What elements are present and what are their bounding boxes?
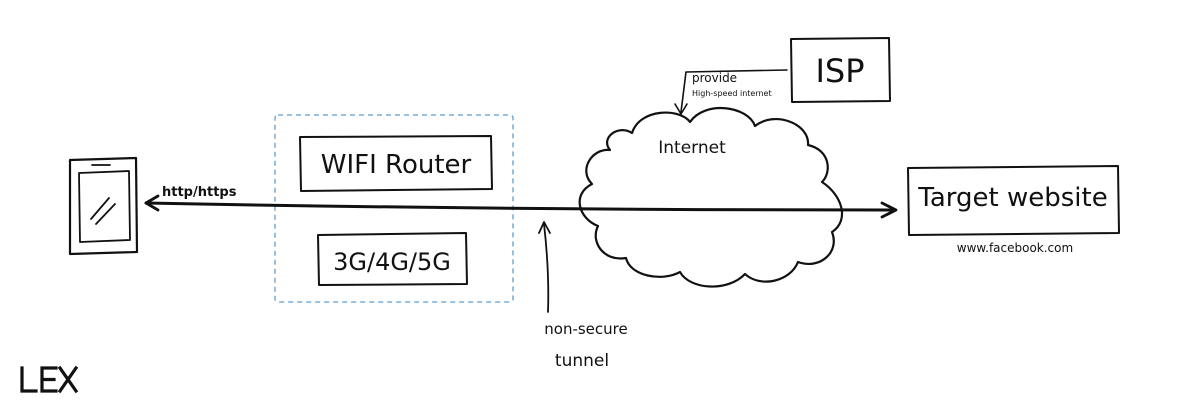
high-speed-internet-label: High-speed internet bbox=[692, 89, 772, 98]
isp-label: ISP bbox=[815, 52, 864, 90]
target-website-label: Target website bbox=[917, 183, 1107, 213]
wifi-router-label: WIFI Router bbox=[321, 150, 472, 180]
lex-logo bbox=[20, 365, 79, 394]
internet-label: Internet bbox=[658, 138, 726, 158]
cellular-label: 3G/4G/5G bbox=[333, 248, 451, 276]
target-url-label: www.facebook.com bbox=[957, 241, 1073, 255]
tunnel-label: tunnel bbox=[555, 351, 609, 371]
target-website-node: Target website bbox=[907, 165, 1120, 236]
tablet-device-icon bbox=[68, 156, 139, 256]
non-secure-pointer-arrow bbox=[538, 221, 551, 313]
wifi-router-node: WIFI Router bbox=[299, 135, 493, 192]
provide-label: provide bbox=[692, 71, 737, 85]
cellular-node: 3G/4G/5G bbox=[317, 232, 468, 286]
non-secure-label: non-secure bbox=[544, 320, 627, 338]
isp-provide-arrow bbox=[674, 69, 788, 115]
internet-cloud-icon: Internet bbox=[578, 107, 843, 288]
isp-node: ISP bbox=[790, 37, 891, 103]
http-https-label: http/https bbox=[162, 185, 237, 200]
http-connection-arrow bbox=[144, 194, 898, 219]
